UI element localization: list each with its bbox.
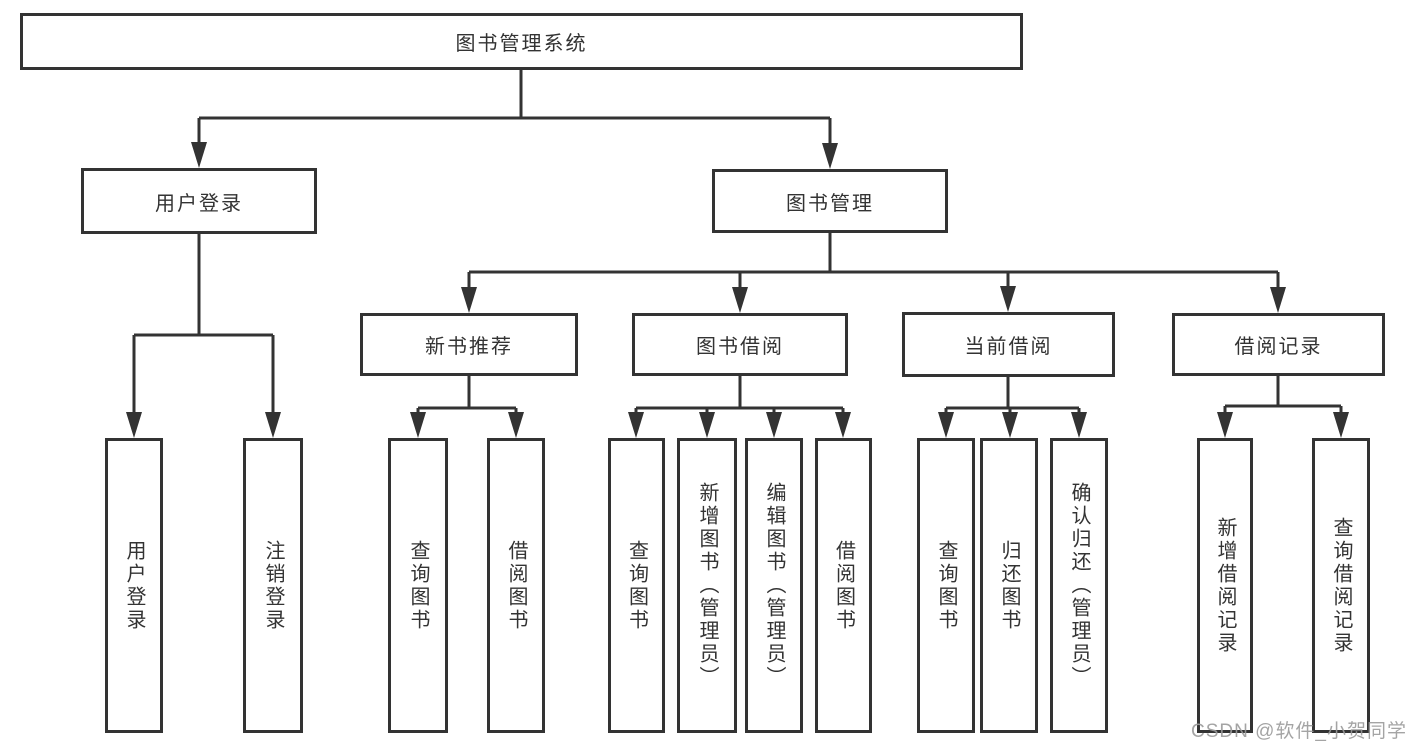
arrowhead-icon <box>1002 412 1018 438</box>
arrowhead-icon <box>1217 412 1233 438</box>
arrowhead-icon <box>126 412 142 438</box>
leaf-add-books-admin: 新增图书（管理员） <box>677 438 737 733</box>
leaf-recommend-borrow-books: 借阅图书 <box>487 438 545 733</box>
leaf-current-query-books: 查询图书 <box>917 438 975 733</box>
node-new-book-recommend: 新书推荐 <box>360 313 578 376</box>
arrowhead-icon <box>1270 287 1286 313</box>
leaf-user-login: 用户登录 <box>105 438 163 733</box>
leaf-query-borrow-record: 查询借阅记录 <box>1312 438 1370 733</box>
arrowhead-icon <box>410 412 426 438</box>
arrowhead-icon <box>822 143 838 169</box>
arrowhead-icon <box>1333 412 1349 438</box>
node-book-borrow: 图书借阅 <box>632 313 848 376</box>
leaf-borrow-books: 借阅图书 <box>815 438 872 733</box>
arrowhead-icon <box>265 412 281 438</box>
arrowhead-icon <box>938 412 954 438</box>
node-book-management: 图书管理 <box>712 169 948 233</box>
arrowhead-icon <box>699 412 715 438</box>
arrowhead-icon <box>628 412 644 438</box>
node-borrow-records: 借阅记录 <box>1172 313 1385 376</box>
arrowhead-icon <box>766 412 782 438</box>
arrowhead-icon <box>191 142 207 168</box>
leaf-confirm-return-admin: 确认归还（管理员） <box>1050 438 1108 733</box>
arrowhead-icon <box>508 412 524 438</box>
leaf-edit-books-admin: 编辑图书（管理员） <box>745 438 803 733</box>
node-root: 图书管理系统 <box>20 13 1023 70</box>
arrowhead-icon <box>732 287 748 313</box>
node-current-borrow: 当前借阅 <box>902 312 1115 377</box>
arrowhead-icon <box>835 412 851 438</box>
leaf-borrow-query-books: 查询图书 <box>608 438 665 733</box>
arrowhead-icon <box>1000 286 1016 312</box>
arrowhead-icon <box>1071 412 1087 438</box>
leaf-return-books: 归还图书 <box>980 438 1038 733</box>
leaf-add-borrow-record: 新增借阅记录 <box>1197 438 1253 733</box>
csdn-watermark: CSDN @软件_小贺同学 <box>1191 721 1405 742</box>
leaf-logout: 注销登录 <box>243 438 303 733</box>
node-user-login: 用户登录 <box>81 168 317 234</box>
arrowhead-icon <box>461 287 477 313</box>
leaf-recommend-query-books: 查询图书 <box>388 438 448 733</box>
